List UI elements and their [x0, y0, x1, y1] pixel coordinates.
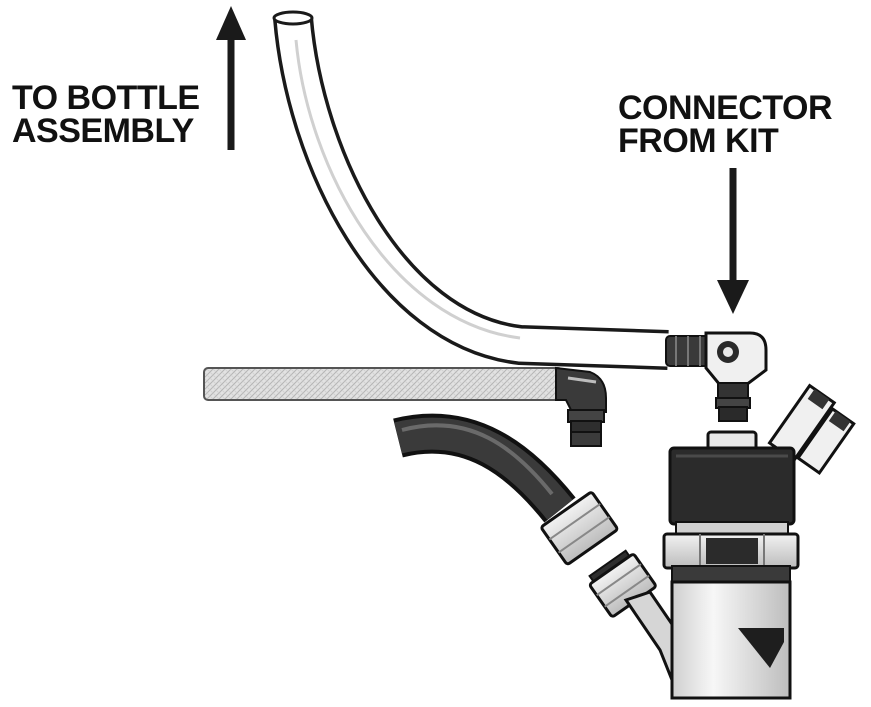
braided-hose — [203, 366, 607, 447]
elbow-connector-kit — [665, 331, 768, 422]
connector-line-1: CONNECTOR — [618, 89, 833, 127]
hex-fittings — [540, 491, 692, 693]
connector-from-kit-label: CONNECTOR FROM KIT — [618, 89, 833, 160]
clear-tube — [272, 10, 669, 370]
rubber-hose — [393, 413, 576, 523]
arrow-down-icon — [717, 168, 749, 314]
connector-line-2: FROM KIT — [618, 122, 779, 160]
to-bottle-line-2: ASSEMBLY — [12, 112, 194, 150]
solenoid-valve — [662, 383, 856, 700]
to-bottle-line-1: TO BOTTLE — [12, 79, 200, 117]
to-bottle-assembly-label: TO BOTTLE ASSEMBLY — [12, 79, 200, 150]
arrow-up-icon — [216, 6, 246, 150]
